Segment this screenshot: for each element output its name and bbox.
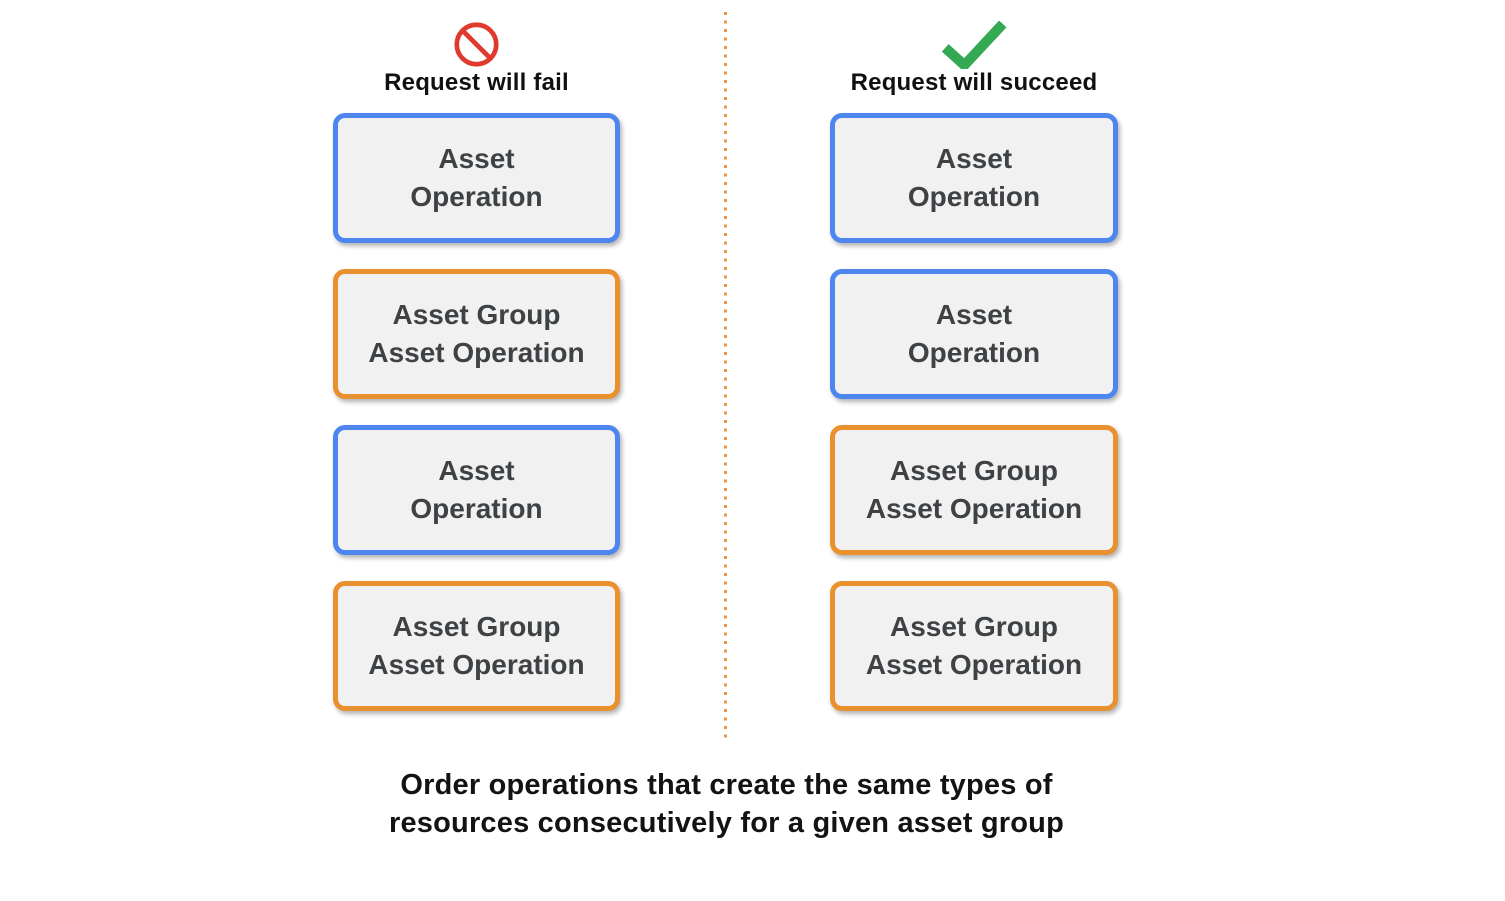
fail-column: Request will fail Asset Operation Asset … [333, 0, 620, 760]
succeed-box-asset-group-asset-operation-2: Asset Group Asset Operation [830, 581, 1118, 711]
box-label: Asset Group Asset Operation [368, 611, 585, 680]
fail-column-title: Request will fail [384, 69, 569, 96]
box-label: Asset Operation [410, 455, 543, 524]
diagram-caption: Order operations that create the same ty… [0, 766, 1453, 842]
succeed-column-title: Request will succeed [850, 69, 1098, 96]
box-label: Asset Group Asset Operation [865, 611, 1083, 680]
succeed-column: Request will succeed Asset Operation Ass… [830, 0, 1118, 760]
succeed-box-asset-group-asset-operation-1: Asset Group Asset Operation [830, 425, 1118, 555]
checkmark-icon [830, 20, 1118, 69]
prohibited-icon [333, 21, 620, 68]
box-label: Asset Operation [907, 143, 1041, 212]
caption-line-1: Order operations that create the same ty… [400, 769, 1053, 801]
succeed-box-asset-operation-2: Asset Operation [830, 269, 1118, 399]
succeed-box-asset-operation-1: Asset Operation [830, 113, 1118, 243]
fail-box-asset-group-asset-operation-1: Asset Group Asset Operation [333, 269, 620, 399]
box-label: Asset Group Asset Operation [368, 299, 585, 368]
fail-box-asset-operation-1: Asset Operation [333, 113, 620, 243]
fail-column-header: Request will fail [333, 0, 620, 100]
fail-box-asset-operation-2: Asset Operation [333, 425, 620, 555]
box-label: Asset Operation [907, 299, 1041, 368]
box-label: Asset Operation [410, 143, 543, 212]
caption-line-2: resources consecutively for a given asse… [388, 807, 1065, 839]
fail-box-asset-group-asset-operation-2: Asset Group Asset Operation [333, 581, 620, 711]
column-divider [724, 12, 727, 742]
succeed-column-header: Request will succeed [830, 0, 1118, 100]
box-label: Asset Group Asset Operation [865, 455, 1083, 524]
